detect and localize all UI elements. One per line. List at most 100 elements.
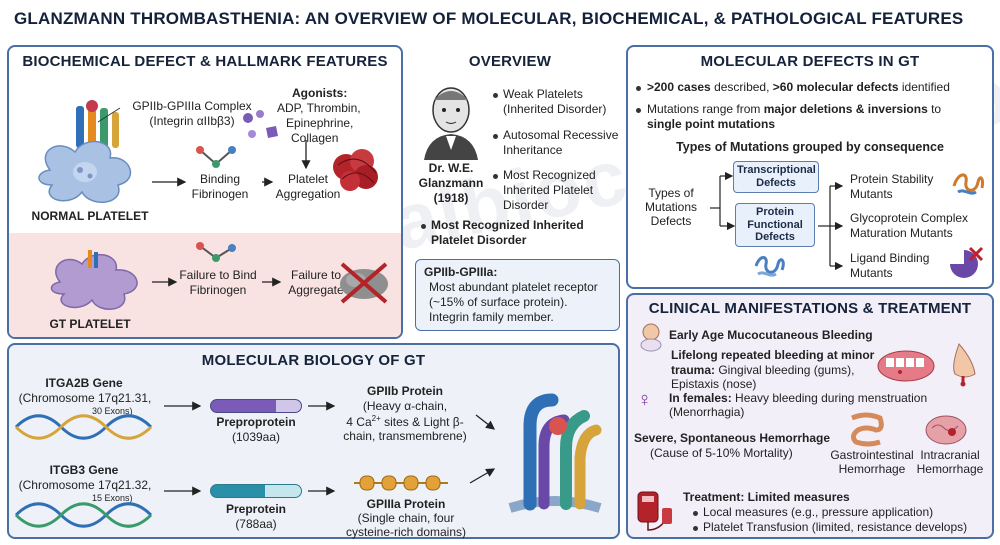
portrait-name-line1: Dr. W.E.: [428, 161, 474, 175]
fail-bind-line2: Fibrinogen: [189, 283, 247, 297]
overview-bold-bullet-dot: [421, 224, 426, 229]
mutation-types-title: Types of Mutations grouped by consequenc…: [676, 140, 944, 154]
leaf-ligand-line2: Mutants: [850, 266, 893, 280]
main-title: GLANZMANN THROMBASTHENIA: AN OVERVIEW OF…: [14, 9, 964, 28]
protein-structure-icon: [754, 256, 785, 277]
gpiib-protein-line3: chain, transmembrene): [343, 429, 467, 443]
lifelong-line1: Lifelong repeated bleeding at minor: [671, 348, 875, 362]
md-bullet-2-line1: Mutations range from major deletions & i…: [647, 102, 942, 116]
overview-bullet-dot: [493, 134, 498, 139]
aggregation-icon: [333, 149, 378, 191]
agonists-line2: Epinephrine,: [286, 116, 354, 130]
female-line1: In females: Heavy bleeding during menstr…: [669, 391, 928, 405]
leaf-protein-stability-line1: Protein Stability: [850, 172, 934, 186]
ic-hemorrhage-line1: Intracranial: [920, 448, 980, 462]
overview-bullet-3-line1: Most Recognized: [503, 168, 596, 182]
gt-fibrinogen-icon: [196, 242, 236, 262]
mutation-root-line1: Types of: [648, 186, 694, 200]
preprotein-bar: [210, 484, 302, 498]
preproprotein-aa: (1039aa): [231, 430, 281, 444]
brain-icon: [925, 415, 967, 445]
complex-line2: (Integrin αIIbβ3): [149, 114, 235, 128]
gpiib-info-box: [415, 259, 620, 331]
md-bullet-dot: [636, 86, 641, 91]
mutation-tree-lines: [710, 171, 844, 271]
gpiib-protein-line2: 4 Ca2+ sites & Light β-: [346, 414, 464, 429]
itgb3-exons: 15 Exons): [92, 493, 133, 503]
overview-bullet-dot: [493, 174, 498, 179]
glanzmann-portrait: [424, 87, 478, 160]
early-bleeding: Early Age Mucocutaneous Bleeding: [669, 328, 873, 342]
itgb3-dna-icon: [14, 502, 153, 528]
itgb3-chromosome: (Chromosome 17q21.32,: [18, 478, 152, 492]
gpiib-box-line1: Most abundant platelet receptor: [429, 280, 598, 294]
gpiib-box-line2: (~15% of surface protein).: [429, 295, 568, 309]
gpiib-box-title: GPIIb-GPIIIa:: [424, 265, 498, 279]
biochem-title: BIOCHEMICAL DEFECT & HALLMARK FEATURES: [22, 53, 388, 70]
severe-hemorrhage: Severe, Spontaneous Hemorrhage: [634, 431, 831, 445]
md-bullet-2-line2: single point mutations: [647, 117, 775, 131]
baby-icon: [640, 323, 662, 352]
preprotein-aa: (788aa): [235, 517, 277, 531]
gi-hemorrhage-line2: Hemorrhage: [838, 462, 906, 476]
overview-title: OVERVIEW: [468, 53, 552, 70]
gpiib-protein-line1: (Heavy α-chain,: [362, 399, 448, 413]
overview-bullet-3-line2: Inherited Platelet: [503, 183, 594, 197]
transfusion-bag-icon: [637, 491, 672, 531]
overview-bullet-3-line3: Disorder: [503, 198, 549, 212]
overview-bullet-2-line2: Inheritance: [503, 143, 563, 157]
gi-hemorrhage-line1: Gastrointestinal: [830, 448, 914, 462]
gums-icon: [877, 350, 935, 382]
mutation-root-line2: Mutations: [644, 200, 698, 214]
itga2b-exons: 30 Exons): [92, 406, 133, 416]
preprotein-label: Preprotein: [225, 502, 286, 516]
overview-bullet-dot: [493, 93, 498, 98]
intestine-icon: [850, 412, 884, 447]
transcriptional-defects-box: Transcriptional Defects: [733, 161, 819, 193]
agonists-line3: Collagen: [291, 131, 339, 145]
leaf-protein-stability-line2: Mutants: [850, 187, 893, 201]
molecular-defects-title: MOLECULAR DEFECTS IN GT: [700, 53, 920, 70]
portrait-name-line2: Glanzmann: [418, 176, 484, 190]
ic-hemorrhage-line2: Hemorrhage: [916, 462, 984, 476]
ligand-binding-icon: [950, 246, 984, 278]
binding-line2: Fibrinogen: [191, 187, 249, 201]
md-bullet-1: >200 cases described, >60 molecular defe…: [647, 80, 950, 94]
molecular-biology-title: MOLECULAR BIOLOGY OF GT: [201, 352, 426, 369]
preproprotein-label: Preproprotein: [216, 415, 296, 429]
normal-flow-arrows: [152, 140, 311, 187]
protein-functional-defects-box: Protein Functional Defects: [735, 203, 815, 247]
treatment-item-1: Local measures (e.g., pressure applicati…: [703, 505, 934, 519]
fail-agg-line1: Failure to: [290, 268, 342, 282]
agonists-line1: ADP, Thrombin,: [277, 101, 361, 115]
overview-bullet-2-line1: Autosomal Recessive: [503, 128, 619, 142]
agonists-title: Agonists:: [292, 86, 348, 100]
mutation-root-line3: Defects: [650, 214, 692, 228]
leaf-glycoprotein-line1: Glycoprotein Complex: [850, 211, 969, 225]
integrin-complex-icon: [76, 100, 119, 148]
overview-bold-bullet-line1: Most Recognized Inherited: [431, 218, 584, 232]
itga2b-chromosome: (Chromosome 17q21.31,: [18, 391, 152, 405]
female-symbol: ♀: [637, 389, 652, 411]
preproprotein-bar: [210, 399, 302, 413]
overview-bold-bullet-line2: Platelet Disorder: [431, 233, 527, 247]
fibrinogen-icon: [196, 146, 236, 168]
md-bullet-dot: [636, 108, 641, 113]
gt-platelet-label: GT PLATELET: [49, 317, 131, 331]
gpiiia-chain-icon: [354, 475, 448, 491]
lifelong-line2: trauma: Gingival bleeding (gums),: [671, 363, 855, 377]
clinical-title: CLINICAL MANIFESTATIONS & TREATMENT: [648, 300, 972, 317]
clinical-panel: [626, 293, 994, 539]
leaf-glycoprotein-line2: Maturation Mutants: [850, 226, 953, 240]
portrait-year: (1918): [433, 191, 469, 205]
severe-sub: (Cause of 5-10% Mortality): [650, 446, 793, 460]
treatment-bullet-dot: [693, 511, 698, 516]
failed-aggregate-icon: [340, 262, 388, 304]
gpiiia-protein-line2: cysteine-rich domains): [345, 525, 467, 539]
complex-line1: GPIIb-GPIIIa Complex: [132, 99, 252, 113]
overview-bullet-1-line1: Weak Platelets: [503, 87, 583, 101]
treatment-item-2: Platelet Transfusion (limited, resistanc…: [703, 520, 968, 534]
gpiib-protein-title: GPIIb Protein: [366, 384, 443, 398]
nose-icon: [953, 343, 976, 387]
itga2b-gene-name: ITGA2B Gene: [45, 376, 123, 390]
